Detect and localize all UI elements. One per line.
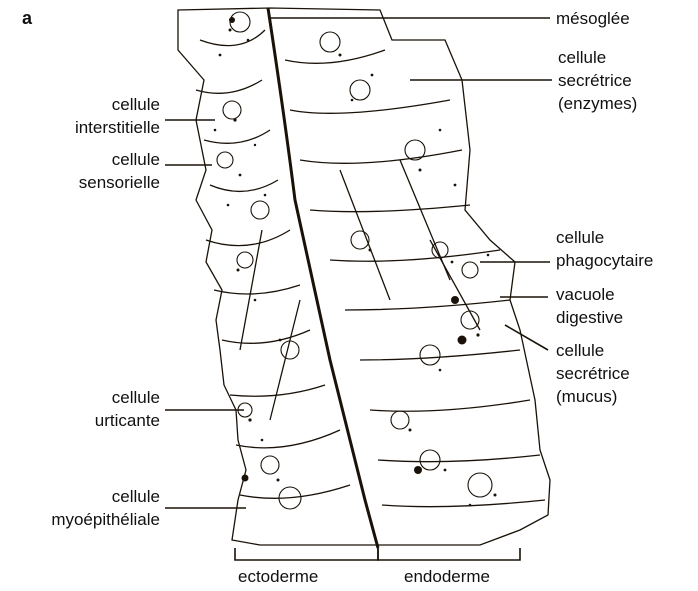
panel-letter: a <box>22 8 32 29</box>
label-cellule-urticante: cellule urticante <box>95 386 160 432</box>
label-cellule-sensorielle: cellule sensorielle <box>79 148 160 194</box>
section-outline <box>178 8 550 545</box>
label-mesoglee: mésoglée <box>556 7 630 30</box>
label-endoderme: endoderme <box>404 567 490 587</box>
mesoglea-line <box>268 8 378 548</box>
ectoderme-bracket <box>235 548 378 560</box>
label-vacuole-digestive: vacuole digestive <box>556 283 623 329</box>
label-cellule-secretrice-enzymes: cellule secrétrice (enzymes) <box>558 46 637 115</box>
label-cellule-phagocytaire: cellule phagocytaire <box>556 226 653 272</box>
endoderme-bracket <box>378 548 520 560</box>
label-cellule-myoepitheliale: cellule myoépithéliale <box>51 485 160 531</box>
leader-secretrice-mucus <box>505 325 548 350</box>
label-ectoderme: ectoderme <box>238 567 318 587</box>
label-cellule-interstitielle: cellule interstitielle <box>75 93 160 139</box>
label-cellule-secretrice-mucus: cellule secrétrice (mucus) <box>556 339 630 408</box>
